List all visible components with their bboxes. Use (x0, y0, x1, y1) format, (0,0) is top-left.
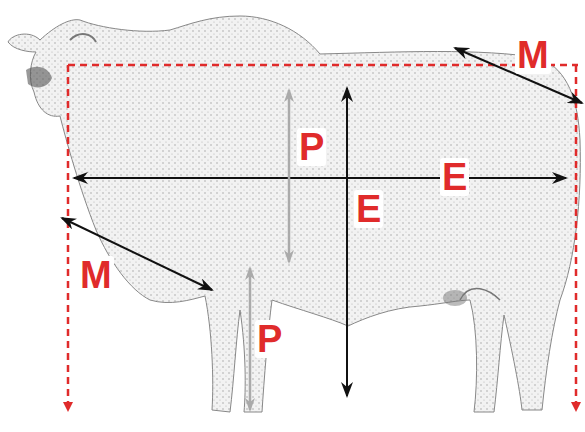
measurement-letter: E (440, 158, 469, 196)
measurement-letter: P (255, 320, 284, 358)
measurement-letter: E (354, 190, 383, 228)
measurement-letter: M (78, 256, 114, 294)
measurement-letter: P (297, 128, 326, 166)
measurement-letter: M (515, 36, 551, 74)
